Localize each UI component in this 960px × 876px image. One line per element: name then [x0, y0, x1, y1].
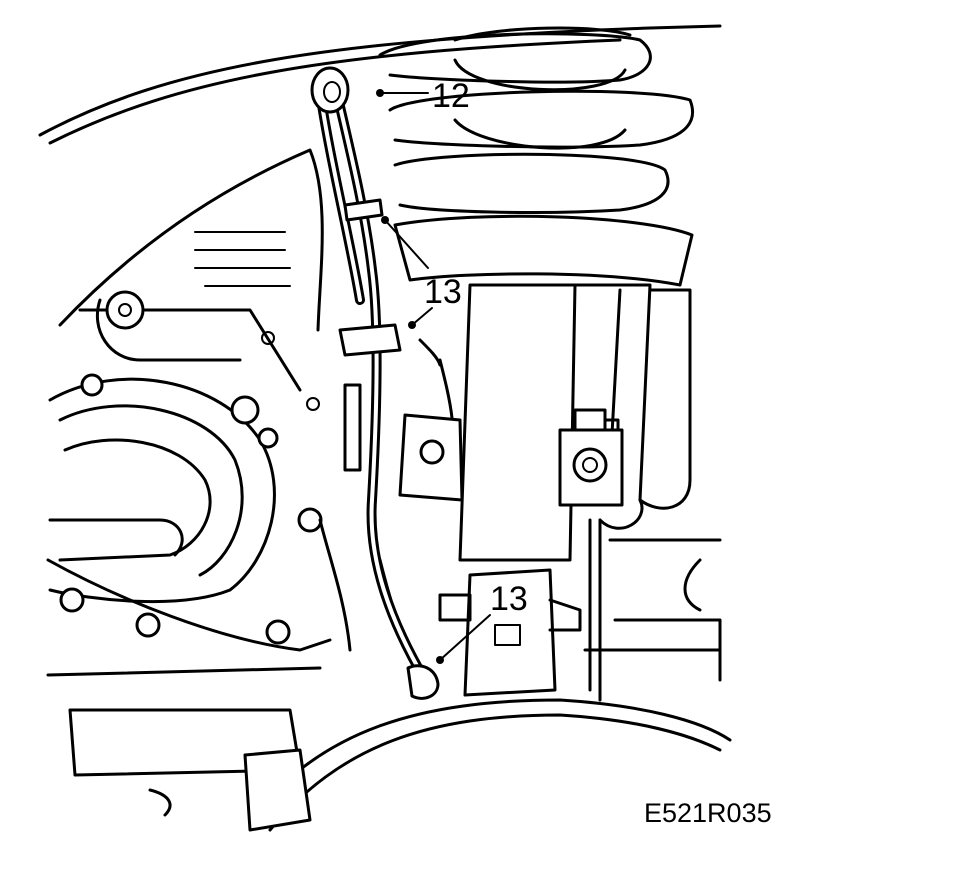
shock-absorber-strut	[393, 214, 694, 702]
leader-lines	[376, 89, 491, 664]
knuckle-mount	[438, 568, 582, 697]
callout-13-lower: 13	[490, 580, 528, 618]
transmission-housing	[46, 290, 332, 677]
coil-spring	[378, 26, 694, 214]
callout-13-upper: 13	[424, 273, 462, 311]
subframe-right	[583, 538, 722, 682]
callout-12: 12	[432, 77, 470, 115]
figure-id: E521R035	[644, 798, 772, 828]
strut-hose-bracket	[398, 338, 464, 502]
brake-hose	[310, 66, 440, 700]
wheel-arch-outline	[38, 24, 722, 145]
inner-fender-panel	[58, 148, 324, 411]
brake-disc	[68, 698, 732, 832]
